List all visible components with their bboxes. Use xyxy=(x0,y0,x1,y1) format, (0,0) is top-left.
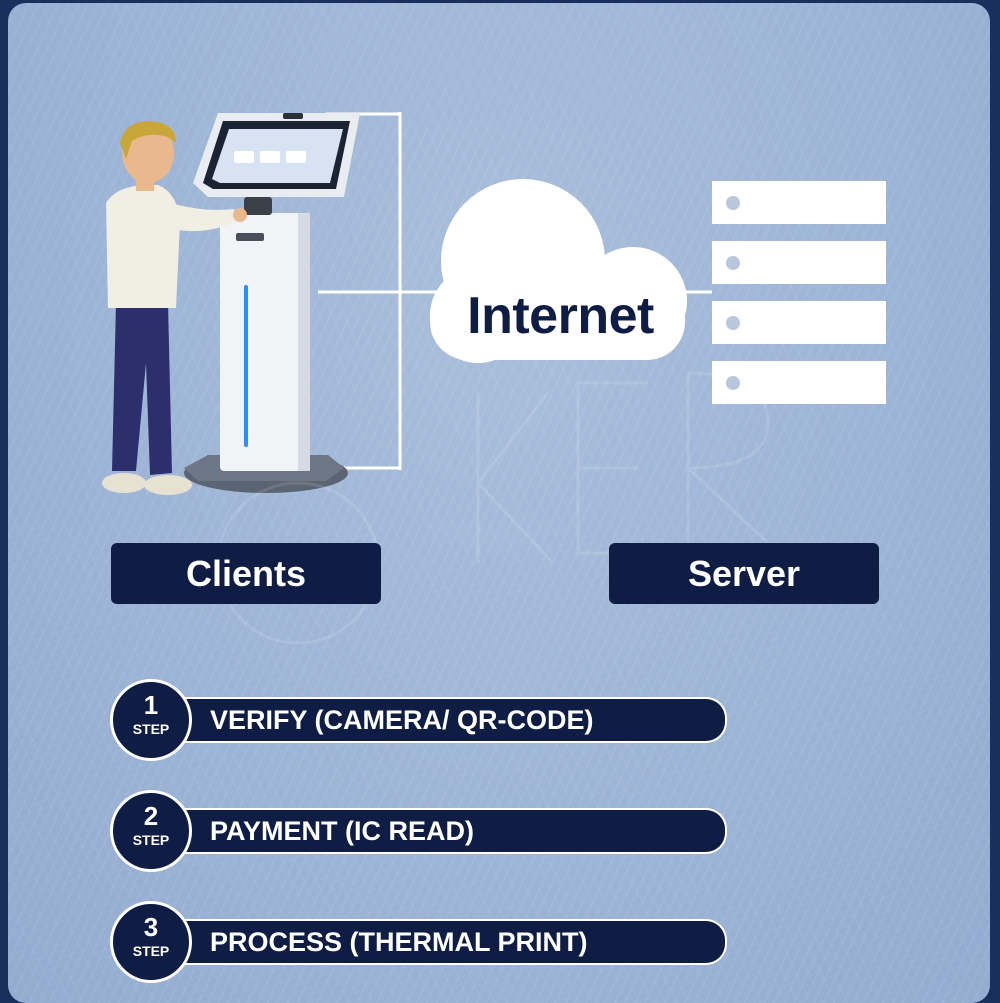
step-number: 3 xyxy=(143,912,159,942)
server-led-icon xyxy=(726,196,740,210)
person-using-kiosk xyxy=(102,121,247,495)
network-diagram xyxy=(102,112,770,645)
diagram-card: Internet Clients Server VERIFY (CAMERA/ … xyxy=(8,3,990,1003)
server-label: Server xyxy=(609,543,879,604)
step-bar: PROCESS (THERMAL PRINT) xyxy=(158,919,727,965)
server-unit xyxy=(712,301,886,344)
self-service-kiosk xyxy=(184,113,360,493)
step-number: 2 xyxy=(143,801,159,831)
server-unit xyxy=(712,241,886,284)
server-led-icon xyxy=(726,316,740,330)
step-bar: VERIFY (CAMERA/ QR-CODE) xyxy=(158,697,727,743)
server-led-icon xyxy=(726,376,740,390)
step-bar: PAYMENT (IC READ) xyxy=(158,808,727,854)
step-text: PROCESS (THERMAL PRINT) xyxy=(210,927,588,957)
step-badge: 2 STEP xyxy=(110,790,192,872)
step-badge: 1 STEP xyxy=(110,679,192,761)
step-badge: 3 STEP xyxy=(110,901,192,983)
step-word: STEP xyxy=(132,721,170,737)
cloud-icon xyxy=(430,179,687,363)
server-unit xyxy=(712,181,886,224)
step-word: STEP xyxy=(132,832,170,848)
step-text: VERIFY (CAMERA/ QR-CODE) xyxy=(210,705,594,735)
step-word: STEP xyxy=(132,943,170,959)
step-number: 1 xyxy=(143,690,159,720)
server-unit xyxy=(712,361,886,404)
internet-label: Internet xyxy=(467,287,654,345)
step-text: PAYMENT (IC READ) xyxy=(210,816,475,846)
clients-label: Clients xyxy=(111,543,381,604)
server-led-icon xyxy=(726,256,740,270)
